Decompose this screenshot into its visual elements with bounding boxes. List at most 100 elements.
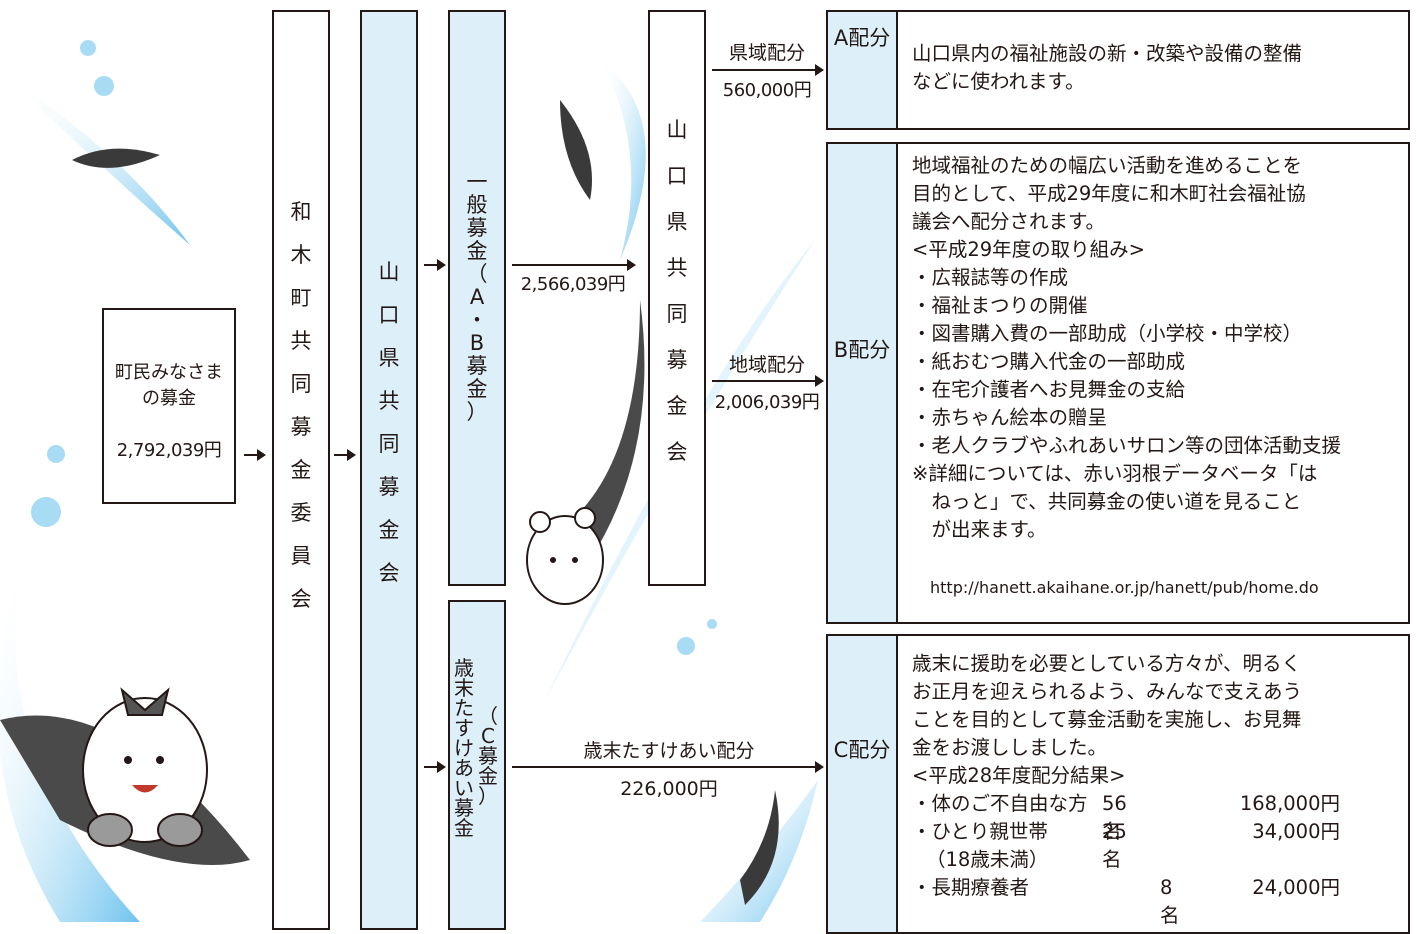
allocation-a-label-cell: A配分 [828,12,898,128]
yearend-fund-char: す [454,716,474,740]
result-amount: 24,000円 [1252,876,1340,899]
dark-feather [72,148,160,168]
blue-feather-swoosh [0,570,140,922]
pref-fund-char: 金 [378,518,400,542]
allocation-c-char: 配 [848,738,870,762]
committee-char: 木 [290,243,312,267]
allocation-a-char: A [833,26,849,50]
general-fund-char: 募 [466,216,488,240]
pref-fund-char: 口 [378,303,400,327]
flow-b-label: 地域配分 [728,354,805,376]
result-row: ・長期療養者 8名 24,000円 [912,874,1340,927]
flow-a-label: 県域配分 [728,42,805,64]
allocation-c-char: C [833,738,849,762]
source-label-line1: 町民みなさま [115,362,223,383]
pref-fund-char: 山 [378,260,400,284]
yearend-fund-char: 募 [454,796,474,820]
pref-fund-right-char: 口 [666,164,688,188]
allocation-c-label-cell: C配分 [828,636,898,932]
allocation-b-char: B [833,338,849,362]
arrow-pref-to-general [424,259,446,271]
flow-b-amount: 2,006,039円 [714,392,820,413]
committee-char: 募 [290,415,312,439]
result-row: ・ひとり親世帯 25名 34,000円 [912,818,1340,871]
yearend-fund-sub-char: （ [478,704,498,728]
result-count: 25名 [1102,820,1127,871]
committee-name: 和木町共同募金委員会 [274,202,328,610]
arrow-to-c [512,761,824,773]
arrow-to-b [712,375,824,387]
pref-fund-char: 共 [378,389,400,413]
general-fund-char: 金 [466,239,488,263]
allocation-c-label: C配分 [828,736,896,764]
result-row: （18歳未満） [912,846,1088,874]
yearend-fund-sub-char: 募 [478,744,498,768]
allocation-b-label: B配分 [828,336,896,364]
result-label: ・長期療養者 [912,876,1030,899]
pref-fund-right-char: 会 [666,440,688,464]
committee-char: 委 [290,501,312,525]
pref-fund-char: 県 [378,346,400,370]
pref-fund-right-char: 金 [666,394,688,418]
yearend-fund-char: た [454,696,474,720]
pref-fund-name: 山口県共同募金会 [362,262,416,584]
result-label: （18歳未満） [926,848,1049,871]
committee-char: 町 [290,286,312,310]
bubble [31,497,61,527]
committee-char: 員 [290,544,312,568]
bubble [677,637,695,655]
result-amount: 34,000円 [1252,820,1340,843]
yearend-fund-char: あ [454,756,474,780]
yearend-fund-sub-char: ） [478,784,498,808]
dark-feather [740,790,779,905]
dark-feather [560,100,592,200]
result-amount: 168,000円 [1239,792,1340,815]
mascot-character-left [0,687,250,865]
general-amount: 2,566,039円 [520,274,626,295]
yearend-fund-char: 歳 [454,656,474,680]
general-fund-char: 金 [466,377,488,401]
arrow-pref-to-yearend [424,761,446,773]
pref-fund-char: 会 [378,561,400,585]
yearend-fund-sub-char: 金 [478,764,498,788]
allocation-c-results: ・体のご不自由な方 56名 168,000円 ・ひとり親世帯 25名 34,00… [912,790,1340,927]
allocation-b-char: 分 [869,338,891,362]
yearend-fund-char: 末 [454,676,474,700]
general-fund-char: ） [466,400,488,424]
source-amount: 2,792,039円 [116,440,222,461]
allocation-b-description: 地域福祉のための幅広い活動を進めることを 目的として、平成29年度に和木町社会福… [912,154,1342,541]
pref-fund-right-char: 共 [666,256,688,280]
yearend-fund-char: 金 [454,816,474,840]
donation-source-box: 町民みなさま の募金 2,792,039円 [102,308,236,504]
allocation-a-box: A配分 山口県内の福祉施設の新・改築や設備の整備 などに使われます。 [826,10,1410,130]
allocation-c-char: 分 [869,738,891,762]
bubble [707,619,717,629]
bubble [47,445,65,463]
committee-box: 和木町共同募金委員会 [272,10,330,930]
pref-fund-right-name: 山口県共同募金会 [650,120,704,463]
pref-fund-right-char: 同 [666,302,688,326]
flow-a-amount: 560,000円 [722,80,812,101]
source-label-line2: の募金 [142,388,196,409]
allocation-b-box: B配分 地域福祉のための幅広い活動を進めることを 目的として、平成29年度に和木… [826,142,1410,624]
general-fund-char: A [469,285,485,309]
bubble [94,76,114,96]
pref-fund-right-char: 山 [666,118,688,142]
committee-char: 共 [290,329,312,353]
blue-feather-swoosh [700,780,818,922]
committee-char: 会 [290,587,312,611]
allocation-a-char: 配 [848,26,870,50]
blue-feather-swoosh [600,60,646,260]
arrow-general-to-pref-right [512,259,636,271]
arrow-source-to-committee [244,449,266,461]
general-fund-char: 募 [466,354,488,378]
mascot-character-center [526,507,604,605]
result-count: 8名 [1160,876,1180,927]
yearend-fund-sub-char: C [481,724,495,748]
allocation-a-char: 分 [869,26,891,50]
general-fund-char: 一 [466,170,488,194]
result-label: ・ひとり親世帯 [912,820,1048,843]
yearend-fund-char: け [454,736,474,760]
